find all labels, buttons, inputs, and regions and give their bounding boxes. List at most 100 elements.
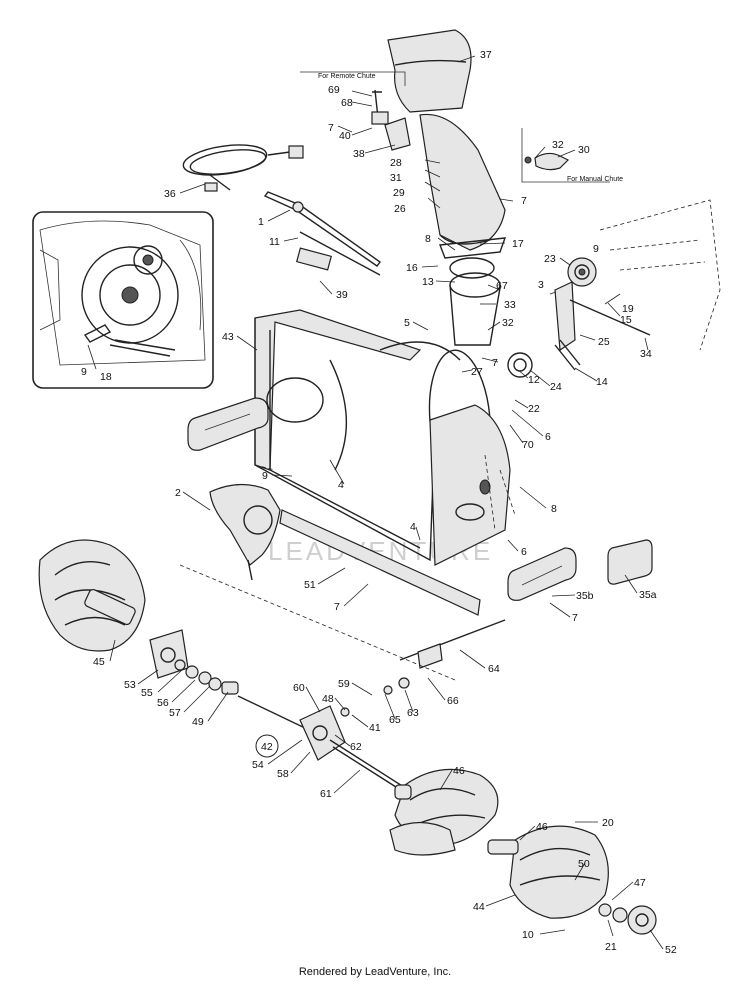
callout-26: 26 [394,203,406,215]
callout-33: 33 [504,299,516,311]
callout-25: 25 [598,336,610,348]
callout-21: 21 [605,941,617,953]
callout-55: 55 [141,687,153,699]
power-cord [182,144,304,192]
callout-35b: 35b [576,590,594,602]
callout-17: 17 [512,238,524,250]
callout-46: 46 [536,821,548,833]
skid-shoes [187,397,653,601]
callout-9: 9 [262,470,268,482]
callout-labels: 37 69 68 7 40 38 28 31 29 26 7 32 30 36 … [81,49,677,956]
callout-28: 28 [390,157,402,169]
callout-9: 9 [81,366,87,378]
callout-53: 53 [124,679,136,691]
note-remote-chute: For Remote Chute [318,73,376,80]
callout-52: 52 [665,944,677,956]
callout-7: 7 [334,601,340,613]
callout-40: 40 [339,130,351,142]
callout-60: 60 [293,682,305,694]
callout-circle-42 [255,734,279,758]
callout-43: 43 [222,331,234,343]
callout-68: 68 [341,97,353,109]
callout-29: 29 [393,187,405,199]
callout-19: 19 [622,303,634,315]
callout-35a: 35a [639,589,657,601]
auger-housing [254,309,511,566]
callout-8: 8 [425,233,431,245]
discharge-chute [387,29,507,346]
callout-32: 32 [552,139,564,151]
callout-6: 6 [521,546,527,558]
callout-38: 38 [353,148,365,160]
callout-63: 63 [407,707,419,719]
callout-23: 23 [544,253,556,265]
callout-14: 14 [596,376,608,388]
callout-4: 4 [338,479,344,491]
callout-2: 2 [175,487,181,499]
assembly-line-1 [179,564,456,681]
callout-37: 37 [480,49,492,61]
callout-49: 49 [192,716,204,728]
callout-13: 13 [422,276,434,288]
callout-64: 64 [488,663,500,675]
callout-20: 20 [602,817,614,829]
inset-detail [32,211,214,389]
callout-65: 65 [389,714,401,726]
callout-44: 44 [473,901,485,913]
callout-57: 57 [169,707,181,719]
callout-36: 36 [164,188,176,200]
callout-42: 42 [261,741,273,753]
callout-6: 6 [545,431,551,443]
callout-70: 70 [522,439,534,451]
assembly-line-3 [484,454,516,531]
callout-34: 34 [640,348,652,360]
callout-30: 30 [578,144,590,156]
footer-credit: Rendered by LeadVenture, Inc. [298,966,452,978]
callout-18: 18 [100,371,112,383]
callout-3: 3 [538,279,544,291]
leader-lines [87,55,664,950]
remote-chute-parts [300,71,411,151]
manual-chute-knob [521,128,610,183]
callout-5: 5 [404,317,410,329]
left-auger [38,539,146,652]
callout-48: 48 [322,693,334,705]
callout-46: 46 [453,765,465,777]
callout-61: 61 [320,788,332,800]
callout-58: 58 [277,768,289,780]
note-manual-chute: For Manual Chute [567,176,623,183]
callout-45: 45 [93,656,105,668]
impeller [209,483,281,581]
callout-54: 54 [252,759,264,771]
callout-11: 11 [269,236,280,248]
callout-59: 59 [338,678,350,690]
callout-10: 10 [522,929,534,941]
callout-24: 24 [550,381,562,393]
shave-plate [279,509,481,616]
callout-27: 27 [471,366,483,378]
callout-51: 51 [304,579,316,591]
callout-62: 62 [350,741,362,753]
callout-66: 66 [447,695,459,707]
gearbox-assembly [149,619,506,816]
center-auger [389,768,499,856]
callout-7: 7 [572,612,578,624]
callout-12: 12 [528,374,540,386]
callout-4: 4 [410,521,416,533]
callout-32: 32 [502,317,514,329]
right-auger [487,825,657,935]
callout-7: 7 [328,122,334,134]
callout-39: 39 [336,289,348,301]
callout-56: 56 [157,697,169,709]
callout-1: 1 [258,216,264,228]
callout-16: 16 [406,262,418,274]
callout-50: 50 [578,858,590,870]
callout-41: 41 [369,722,381,734]
callout-67: 67 [496,280,508,292]
callout-15: 15 [620,314,632,326]
chute-crank-shaft [263,191,381,276]
callout-31: 31 [390,172,402,184]
pulley-bracket-area [507,199,721,378]
callout-69: 69 [328,84,340,96]
